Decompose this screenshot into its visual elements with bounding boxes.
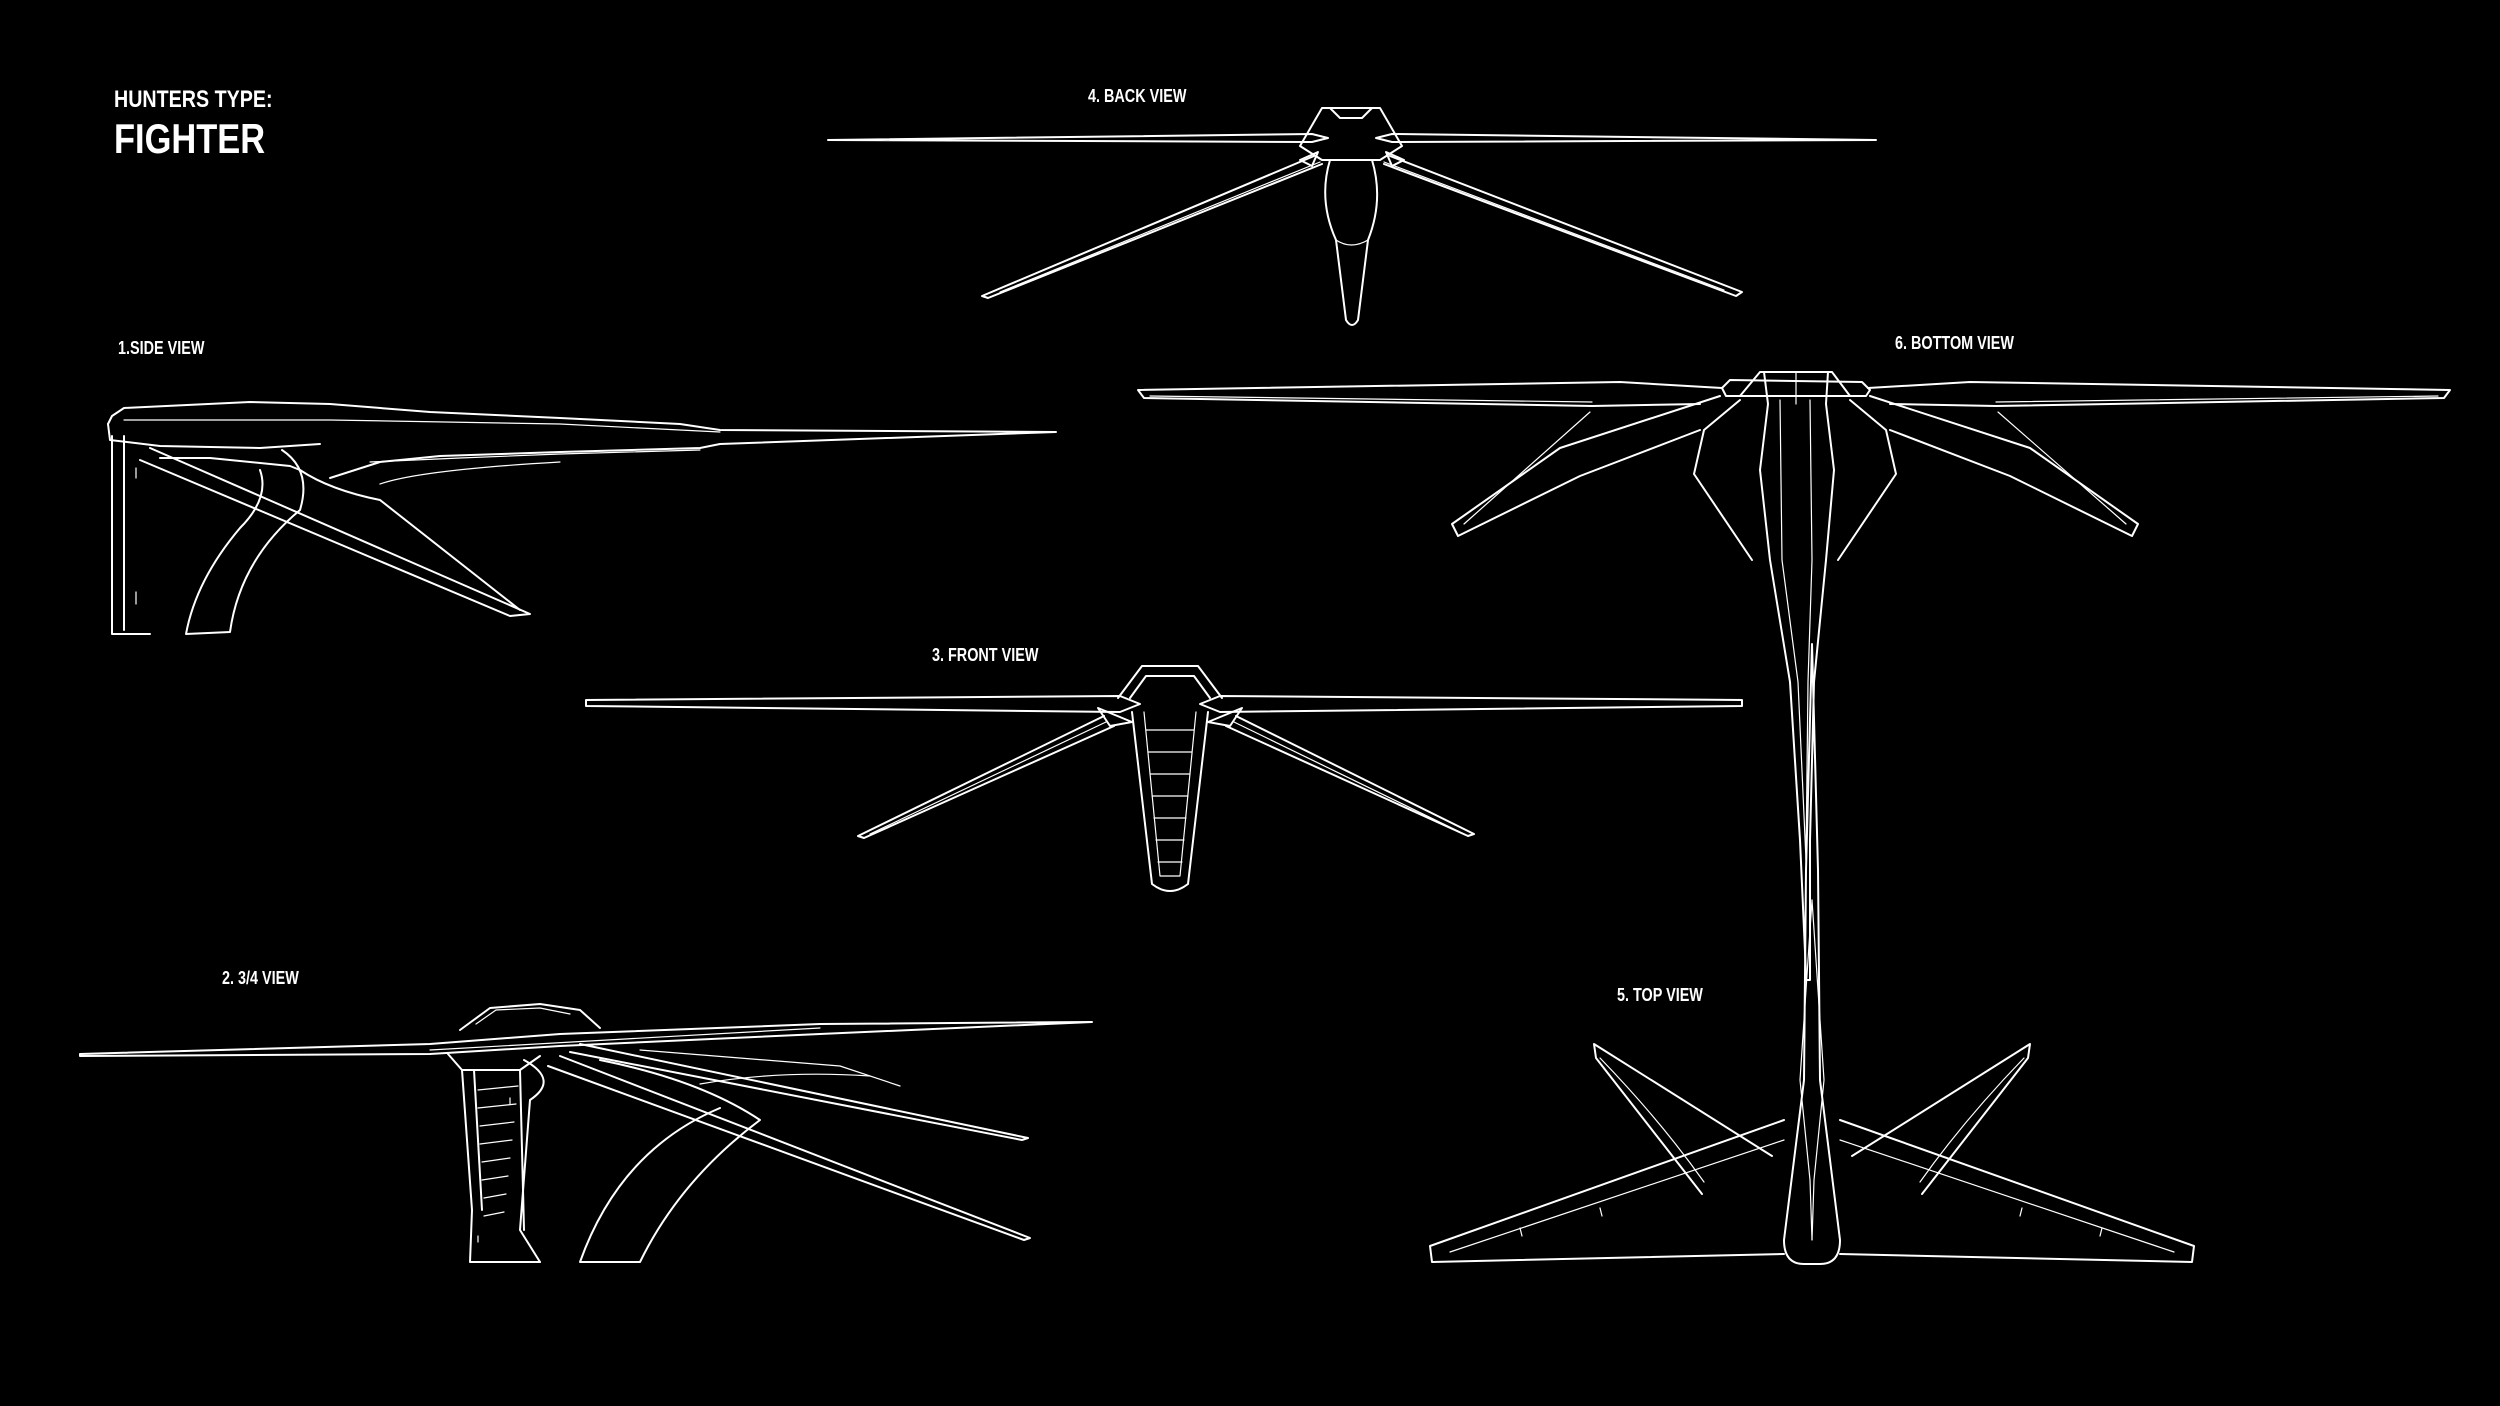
bottom-view-drawing xyxy=(1137,371,2451,981)
side-view-drawing xyxy=(107,401,1057,635)
top-view-drawing xyxy=(1429,643,2195,1265)
label-back-view: 4. BACK VIEW xyxy=(1088,86,1187,106)
label-side-view: 1.SIDE VIEW xyxy=(118,338,205,358)
label-front-view: 3. FRONT VIEW xyxy=(932,645,1039,665)
back-view-drawing xyxy=(827,107,1877,326)
title-main: FIGHTER xyxy=(114,115,266,162)
front-view-drawing xyxy=(585,665,1743,892)
label-bottom-view: 6. BOTTOM VIEW xyxy=(1895,333,2014,353)
label-three-quarter-view: 2. 3/4 VIEW xyxy=(222,968,299,988)
title-subtitle: HUNTERS TYPE: xyxy=(114,86,273,113)
three-quarter-view-drawing xyxy=(79,1003,1093,1263)
title-block: HUNTERS TYPE: FIGHTER xyxy=(114,88,307,160)
label-top-view: 5. TOP VIEW xyxy=(1617,985,1703,1005)
